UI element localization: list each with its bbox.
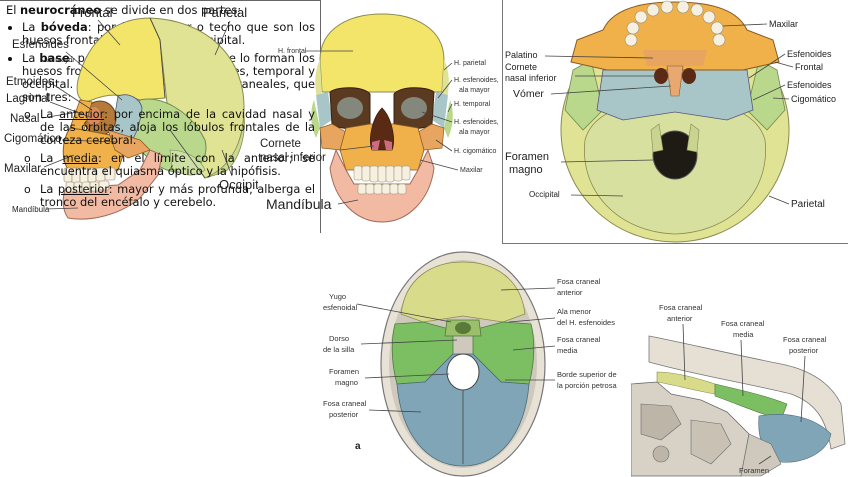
label-etmoides: Etmoides <box>6 76 54 88</box>
label-yugo-2: esfenoidal <box>323 303 358 312</box>
list-item-posterior: La posterior: mayor y más profunda, albe… <box>40 183 315 209</box>
figure-letter: a <box>355 441 361 452</box>
label-cornete-inf-2: nasal inferior <box>505 73 557 83</box>
label-vomer: Vómer <box>513 88 544 100</box>
inferior-skull-panel: Maxilar Palatino Cornete nasal inferior … <box>502 0 848 244</box>
label-esfenoides-inf: Esfenoides <box>787 49 832 59</box>
label-foramen-inf-1: Foramen <box>505 151 549 163</box>
label-foramen-inf-2: magno <box>509 164 543 176</box>
label-sag-fosa-media-1: Fosa craneal <box>721 319 765 328</box>
label-cornete-inf-1: Cornete <box>505 62 537 72</box>
sagittal-fossae-panel: Fosa craneal anterior Fosa craneal media… <box>631 244 848 477</box>
label-h-esfenoides-2b: ala mayor <box>459 129 490 136</box>
label-h-temporal: H. temporal <box>454 101 491 108</box>
label-sag-fosa-ant-2: anterior <box>667 314 693 323</box>
fossae-list: La anterior: por encima de la cavidad na… <box>22 108 315 209</box>
label-h-cigomatico: H. cigomático <box>454 148 497 155</box>
label-lagrimal: Lagrimal <box>6 93 50 105</box>
label-h-parietal: H. parietal <box>454 60 486 67</box>
front-lower-teeth <box>358 184 406 194</box>
choana-right <box>682 68 696 84</box>
label-occipital-inf: Occipital <box>529 190 560 199</box>
inferior-skull-illustration: Maxilar Palatino Cornete nasal inferior … <box>503 0 848 244</box>
label-dorso-1: Dorso <box>329 334 349 343</box>
label-foramen-2: magno <box>335 378 358 387</box>
label-fosa-post-2: posterior <box>329 410 359 419</box>
cranial-base-illustration: Yugo esfenoidal Dorso de la silla Forame… <box>321 244 631 477</box>
label-palatino: Palatino <box>505 50 538 60</box>
front-upper-teeth <box>354 166 410 182</box>
label-foramen-1: Foramen <box>329 367 359 376</box>
label-fosa-media-1: Fosa craneal <box>557 335 601 344</box>
label-h-frontal: H. frontal <box>278 48 307 55</box>
cranial-base-panel: Yugo esfenoidal Dorso de la silla Forame… <box>321 244 631 477</box>
list-item-anterior: La anterior: por encima de la cavidad na… <box>40 108 315 147</box>
label-maxilar-front: Maxilar <box>460 167 483 174</box>
list-item-media: La media: en el límite con la anterior; … <box>40 152 315 178</box>
label-fosa-post-1: Fosa craneal <box>323 399 367 408</box>
label-ala-mayor: ala mayor <box>44 57 75 64</box>
label-h-esfenoides-2: H. esfenoides, <box>454 119 499 126</box>
label-dorso-2: de la silla <box>323 345 355 354</box>
label-sag-fosa-post-1: Fosa craneal <box>783 335 827 344</box>
label-h-esfenoides-1: H. esfenoides, <box>454 77 499 84</box>
label-frontal: Frontal <box>72 5 113 20</box>
sagittal-fossae-illustration: Fosa craneal anterior Fosa craneal media… <box>631 244 848 477</box>
label-ala-menor-1: Ala menor <box>557 307 592 316</box>
label-maxilar-inf: Maxilar <box>769 19 798 29</box>
label-esfenoides2-inf: Esfenoides <box>787 80 832 90</box>
label-sag-fosa-ant-1: Fosa craneal <box>659 303 703 312</box>
label-cigomatico-inf: Cigomático <box>791 94 836 104</box>
label-fosa-media-2: media <box>557 346 578 355</box>
label-fosa-ant-2: anterior <box>557 288 583 297</box>
label-sag-fosa-post-2: posterior <box>789 346 819 355</box>
label-h-esfenoides-1b: ala mayor <box>459 87 490 94</box>
label-fosa-ant-1: Fosa craneal <box>557 277 601 286</box>
label-borde-2: la porción petrosa <box>557 381 617 390</box>
label-frontal-inf: Frontal <box>795 62 823 72</box>
label-borde-1: Borde superior de <box>557 370 617 379</box>
label-ala-menor-2: del H. esfenoides <box>557 318 615 327</box>
frontal-bone <box>77 18 165 101</box>
label-sag-foramen: Foramen <box>739 466 769 475</box>
label-maxilar: Maxilar <box>4 163 41 175</box>
label-sag-fosa-media-2: media <box>733 330 754 339</box>
label-esfenoides: Esfenoides <box>12 39 69 51</box>
frontal-bone-front <box>320 14 444 92</box>
label-yugo-1: Yugo <box>329 292 346 301</box>
foramen-magnum <box>447 354 479 390</box>
label-parietal: Parietal <box>203 5 247 20</box>
label-parietal-inf: Parietal <box>791 199 825 210</box>
